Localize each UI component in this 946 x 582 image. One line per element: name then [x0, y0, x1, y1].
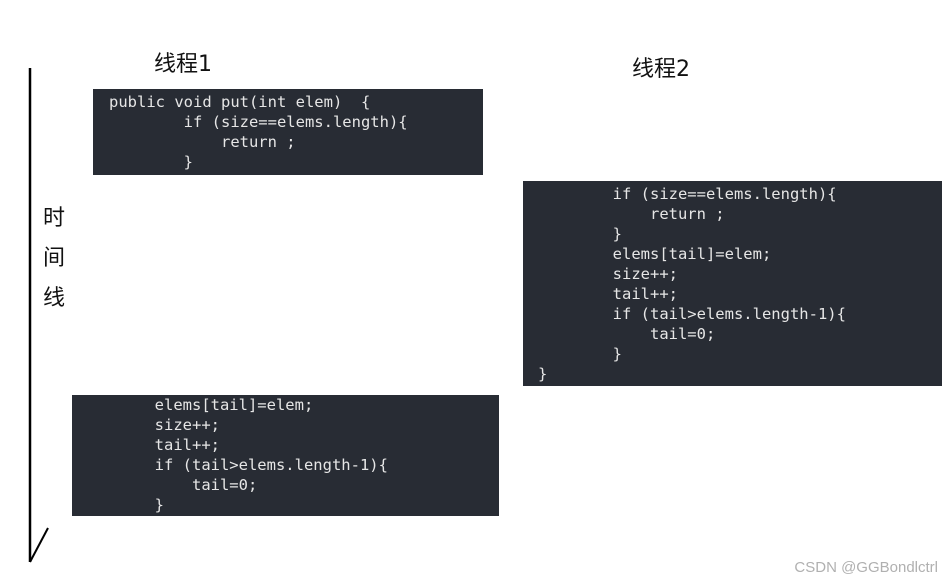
code-line: elems[tail]=elem;	[538, 245, 772, 263]
code-line: if (tail>elems.length-1){	[80, 456, 388, 474]
code-line: tail++;	[538, 285, 678, 303]
code-line: }	[538, 365, 548, 383]
code-line: return ;	[109, 133, 296, 151]
code-line: public void put(int elem) {	[109, 93, 371, 111]
code-line: elems[tail]=elem;	[80, 396, 314, 414]
thread1-title: 线程1	[154, 52, 212, 77]
code-line: }	[538, 225, 622, 243]
timeline-char-2: 间	[43, 246, 66, 271]
timeline-arrow-tip	[29, 527, 49, 563]
timeline-char-3: 线	[43, 286, 66, 311]
code-line: if (size==elems.length){	[538, 185, 837, 203]
code-line: }	[538, 345, 622, 363]
code-line: size++;	[80, 416, 220, 434]
thread2-title: 线程2	[632, 57, 690, 82]
code-line: tail=0;	[538, 325, 716, 343]
thread2-code-block: if (size==elems.length){ return ; } elem…	[523, 181, 942, 386]
timeline-char-1: 时	[43, 206, 66, 231]
code-line: if (size==elems.length){	[109, 113, 408, 131]
thread1-code-block-bottom: elems[tail]=elem; size++; tail++; if (ta…	[72, 395, 499, 516]
code-line: tail++;	[80, 436, 220, 454]
code-line: }	[80, 496, 164, 514]
code-line: size++;	[538, 265, 678, 283]
code-line: return ;	[538, 205, 725, 223]
watermark: CSDN @GGBondlctrl	[794, 559, 938, 576]
code-line: if (tail>elems.length-1){	[538, 305, 846, 323]
code-line: tail=0;	[80, 476, 258, 494]
thread1-code-block-top: public void put(int elem) { if (size==el…	[93, 89, 483, 175]
code-line: }	[109, 153, 193, 171]
